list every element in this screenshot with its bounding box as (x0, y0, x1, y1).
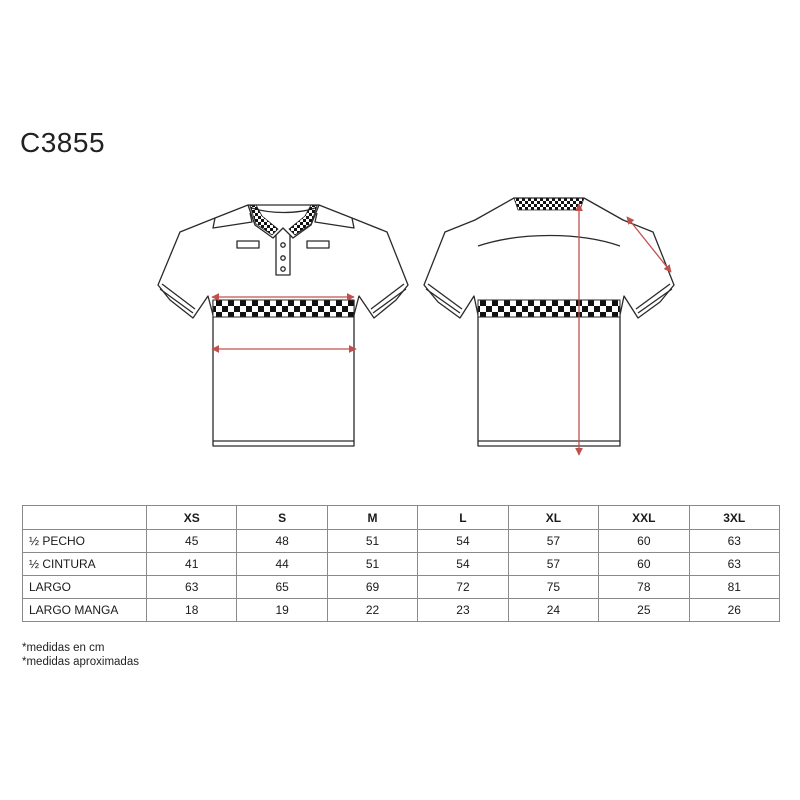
table-cell: 44 (236, 552, 328, 576)
table-cell: 22 (326, 598, 419, 622)
table-cell: 81 (688, 575, 781, 599)
table-cell: 54 (417, 529, 509, 553)
row-label-length: LARGO (22, 575, 147, 599)
table-cell: 51 (326, 552, 419, 576)
table-cell: 72 (417, 575, 509, 599)
garment-illustrations (157, 197, 675, 456)
sleeve-measure-arrow (626, 216, 672, 273)
table-cell: 60 (598, 529, 690, 553)
header-cell-m: M (326, 505, 419, 530)
table-cell: 26 (688, 598, 781, 622)
front-collar-check-right (288, 204, 318, 236)
header-cell-xl: XL (507, 505, 600, 530)
table-cell: 65 (236, 575, 328, 599)
note-approximate: *medidas aproximadas (22, 656, 139, 668)
table-cell: 57 (507, 552, 600, 576)
row-label-sleeve-length: LARGO MANGA (22, 598, 147, 622)
table-cell: 57 (507, 529, 600, 553)
polo-shirt-front-icon (157, 204, 409, 447)
table-cell: 25 (598, 598, 690, 622)
header-cell-s: S (236, 505, 328, 530)
table-cell: 63 (688, 529, 781, 553)
table-cell: 51 (326, 529, 419, 553)
table-cell: 48 (236, 529, 328, 553)
table-cell: 63 (145, 575, 238, 599)
size-notes: *medidas en cm *medidas aproximadas (22, 641, 139, 669)
header-cell-3xl: 3XL (688, 505, 781, 530)
header-cell-xxl: XXL (598, 505, 690, 530)
table-row: LARGO 63 65 69 72 75 78 81 (22, 575, 781, 599)
table-cell: 24 (507, 598, 600, 622)
table-cell: 54 (417, 552, 509, 576)
header-cell-l: L (417, 505, 509, 530)
polo-shirt-back-icon (423, 197, 675, 447)
table-cell: 78 (598, 575, 690, 599)
front-collar-check-left (249, 204, 279, 236)
header-cell-xs: XS (145, 505, 238, 530)
back-collar-check (513, 197, 585, 211)
table-cell: 60 (598, 552, 690, 576)
table-cell: 75 (507, 575, 600, 599)
table-cell: 63 (688, 552, 781, 576)
table-cell: 69 (326, 575, 419, 599)
size-header-row: XS S M L XL XXL 3XL (22, 505, 781, 530)
table-cell: 18 (145, 598, 238, 622)
size-table: XS S M L XL XXL 3XL ½ PECHO 45 48 51 54 … (22, 505, 781, 622)
front-check-band (212, 299, 355, 318)
table-cell: 41 (145, 552, 238, 576)
header-cell-empty (22, 505, 147, 530)
table-cell: 45 (145, 529, 238, 553)
table-row: ½ CINTURA 41 44 51 54 57 60 63 (22, 552, 781, 576)
product-code: C3855 (20, 127, 106, 158)
table-cell: 19 (236, 598, 328, 622)
note-units: *medidas en cm (22, 642, 105, 654)
table-cell: 23 (417, 598, 509, 622)
table-row: LARGO MANGA 18 19 22 23 24 25 26 (22, 598, 781, 622)
row-label-chest: ½ PECHO (22, 529, 147, 553)
row-label-waist: ½ CINTURA (22, 552, 147, 576)
table-row: ½ PECHO 45 48 51 54 57 60 63 (22, 529, 781, 553)
back-check-band (477, 299, 621, 318)
